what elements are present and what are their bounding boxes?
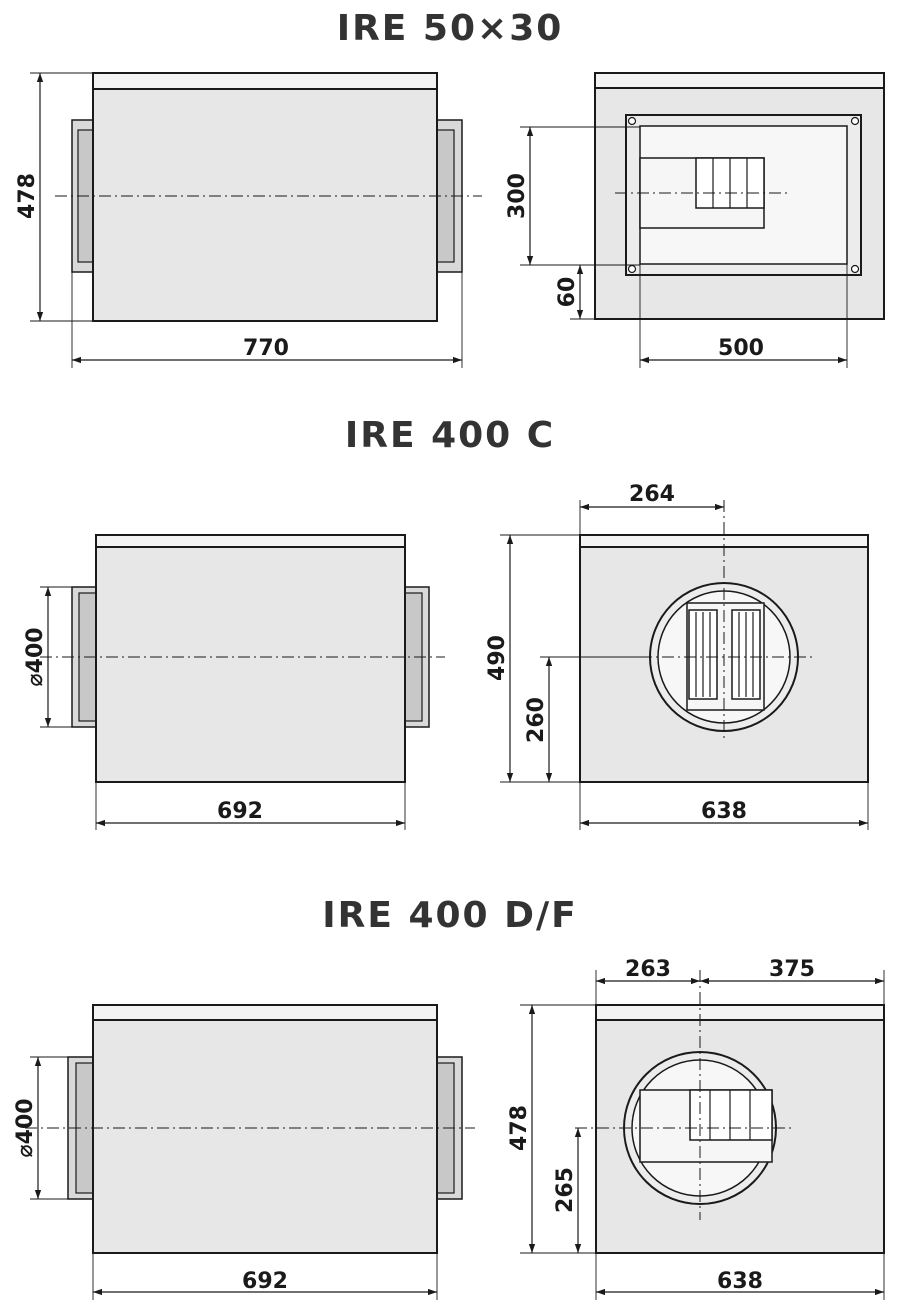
casing-lid [95,534,406,548]
length-dimension-label: 692 [217,799,263,824]
bolt-icon [627,264,637,274]
diameter-label: ⌀400 [13,1098,38,1157]
casing-body [95,534,406,783]
length-dimension-label: 692 [242,1269,288,1294]
title-ire-50x30: IRE 50×30 [336,8,564,49]
title-ire-400c: IRE 400 C [344,415,556,456]
diameter-label: ⌀400 [23,627,48,686]
bolt-icon [850,264,860,274]
opening-width-label: 500 [718,336,764,361]
opening-offset-label: 60 [555,277,580,308]
bolt-icon [627,116,637,126]
bolt-icon [850,116,860,126]
offset-right-label: 375 [769,957,815,982]
casing-body [92,72,438,322]
casing-front-lid [595,1004,885,1021]
casing-lid [92,72,438,90]
height-dimension-label: 478 [15,173,40,219]
ire-50x30-front-view: 300 60 500 [505,72,885,368]
length-dimension-label: 770 [243,336,289,361]
ire-400c-side-view: ⌀400 692 [23,534,445,830]
offset-left-label: 263 [625,957,671,982]
ire-400df-side-view: ⌀400 692 [13,1004,475,1300]
title-ire-400df: IRE 400 D/F [322,895,578,936]
offset-x-label: 264 [629,482,675,507]
casing-lid [92,1004,438,1021]
fan-impeller [689,1089,773,1141]
width-label: 638 [717,1269,763,1294]
opening-height-label: 300 [505,173,530,219]
height-label: 478 [507,1105,532,1151]
width-label: 638 [701,799,747,824]
center-height-label: 265 [553,1167,578,1213]
height-label: 490 [485,635,510,681]
center-height-label: 260 [524,697,549,743]
ire-50x30-side-view: 478 770 [15,72,482,368]
casing-front-lid [594,72,885,89]
ire-400c-front-view: 264 490 260 638 [485,482,869,830]
casing-body [92,1004,438,1254]
ire-400df-front-view: 263 375 478 265 638 [507,957,885,1300]
